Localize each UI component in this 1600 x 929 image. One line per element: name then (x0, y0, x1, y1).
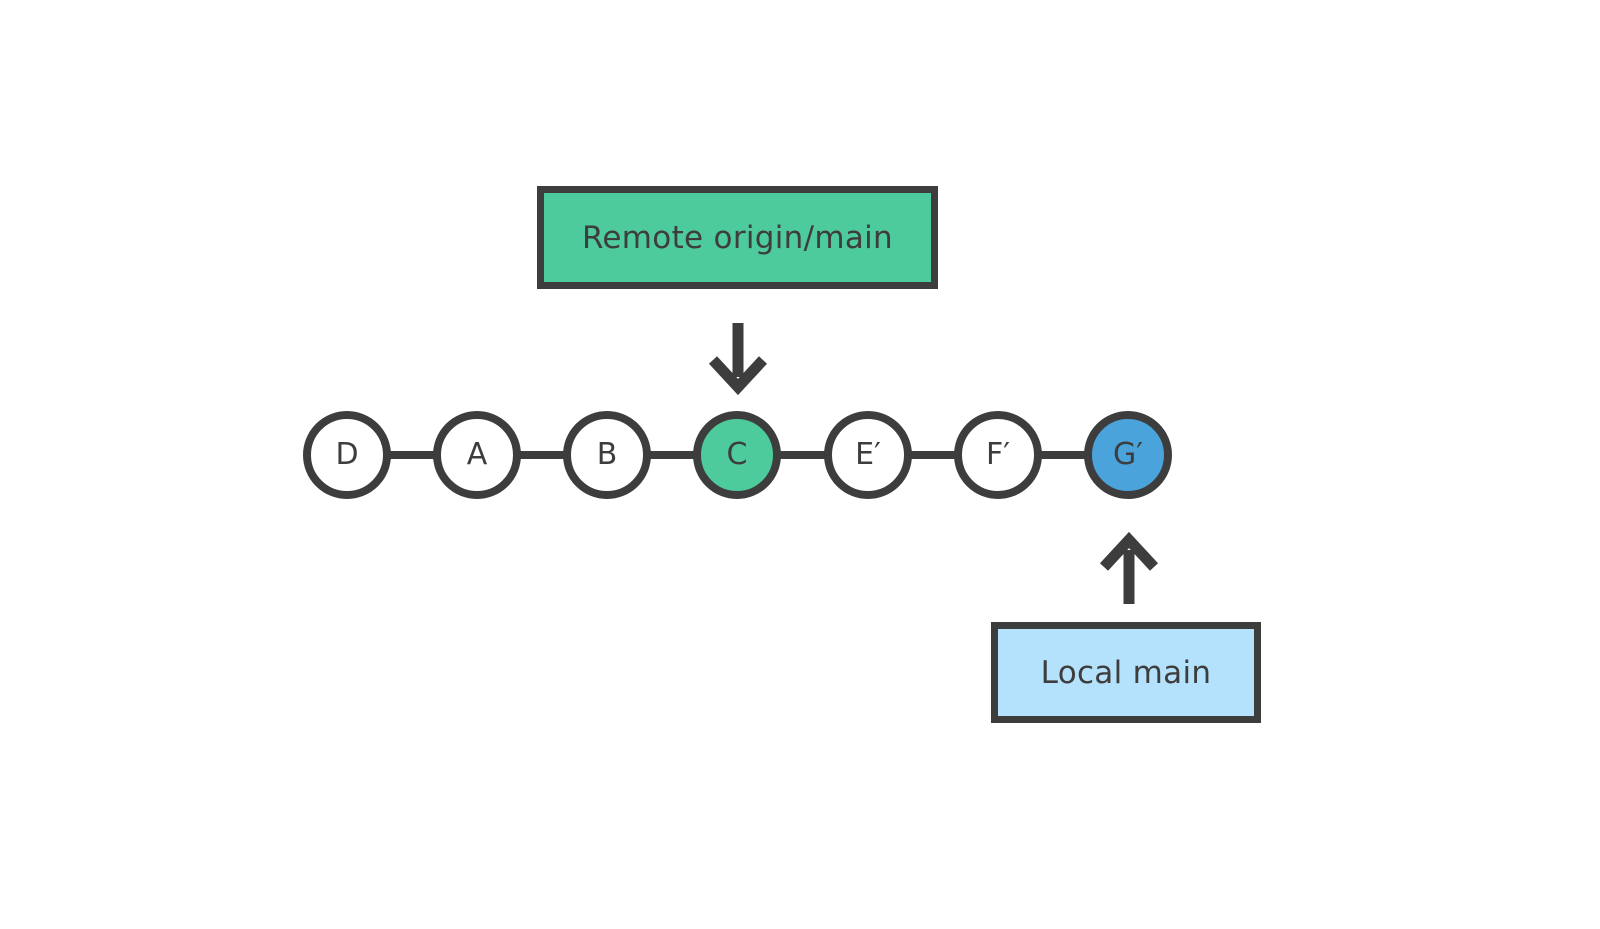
remote-branch-label-text: Remote origin/main (581, 219, 894, 256)
local-branch-label-text: Local main (1040, 654, 1212, 691)
connector-fprime-gprime (1036, 451, 1096, 459)
commit-node-d-label: D (335, 437, 359, 472)
local-branch-label-box[interactable]: Local main (991, 622, 1261, 723)
connector-a-b (515, 451, 575, 459)
commit-node-b[interactable]: B (563, 411, 651, 499)
connector-b-c (645, 451, 705, 459)
commit-node-d[interactable]: D (303, 411, 391, 499)
commit-node-f-prime-label: F′ (985, 437, 1011, 472)
commit-node-f-prime[interactable]: F′ (954, 411, 1042, 499)
commit-node-a[interactable]: A (433, 411, 521, 499)
commit-node-a-label: A (466, 437, 488, 472)
commit-node-g-prime[interactable]: G′ (1084, 411, 1172, 499)
connector-eprime-fprime (906, 451, 966, 459)
commit-node-b-label: B (596, 437, 618, 472)
commit-node-e-prime-label: E′ (855, 437, 881, 472)
remote-branch-label-box[interactable]: Remote origin/main (537, 186, 938, 289)
arrow-up-local-to-gprime (1099, 531, 1159, 604)
commit-node-g-prime-label: G′ (1112, 437, 1144, 472)
commit-node-c-label: C (726, 437, 748, 472)
arrow-down-remote-to-c (708, 323, 768, 396)
commit-node-e-prime[interactable]: E′ (824, 411, 912, 499)
connector-d-a (385, 451, 445, 459)
connector-c-eprime (775, 451, 836, 459)
commit-node-c[interactable]: C (693, 411, 781, 499)
